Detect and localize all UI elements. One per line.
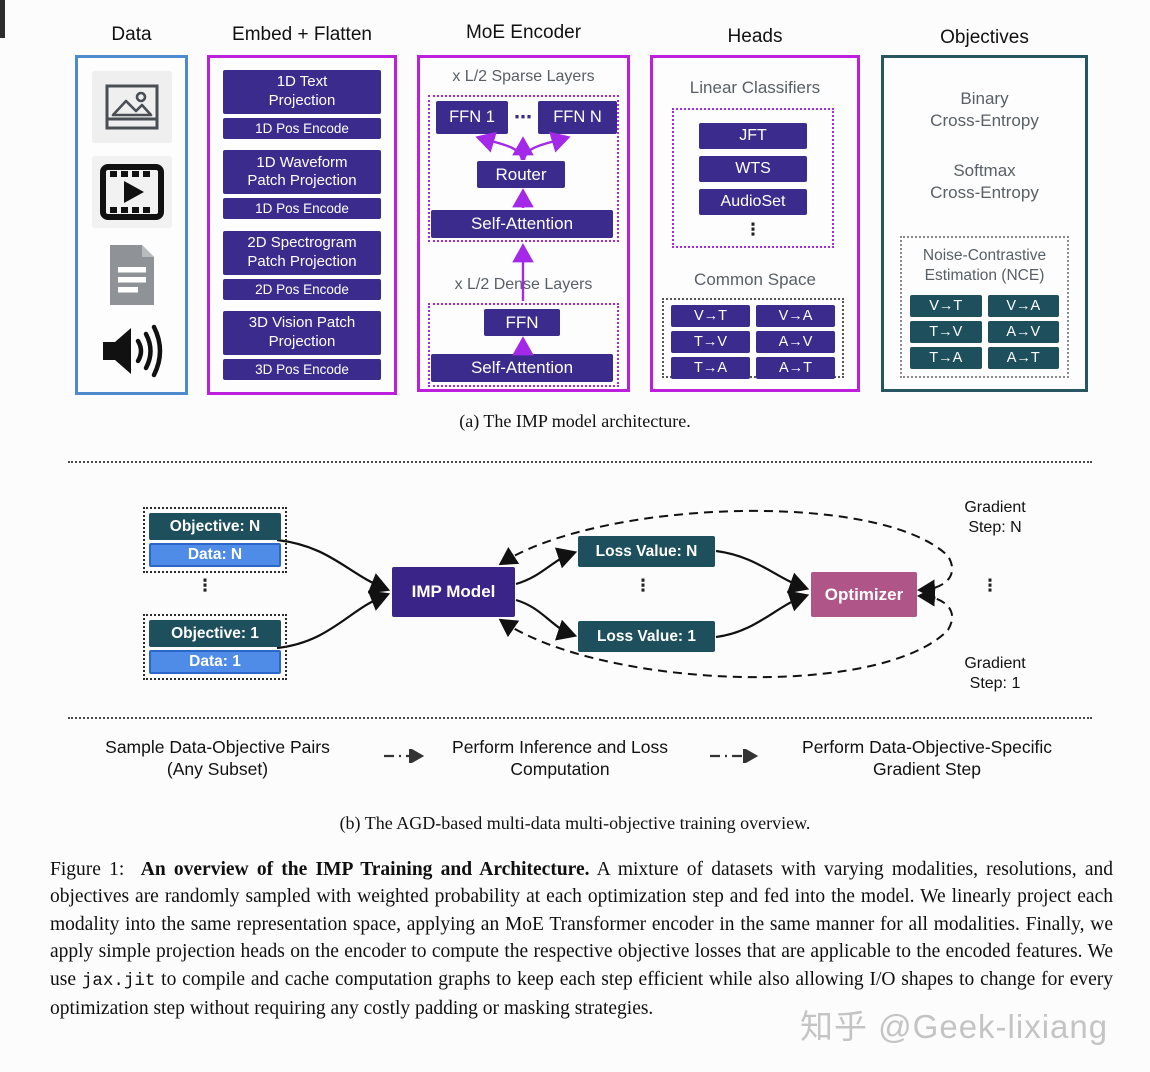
dense-layers-box xyxy=(428,303,619,387)
nce-pair-box: A→V xyxy=(987,321,1059,344)
subfigure-b-caption: (b) The AGD-based multi-data multi-objec… xyxy=(339,813,811,833)
loss-value-n-box: Loss Value: N xyxy=(578,536,715,567)
scan-artifact xyxy=(0,0,5,38)
step-inference-label: Perform Inference and Loss Computation xyxy=(452,737,668,779)
embed-group: 1D Text Projection 1D Pos Encode xyxy=(223,70,381,139)
column-title-objectives: Objectives xyxy=(940,27,1029,48)
nce-pair-box: V→T xyxy=(910,295,982,318)
pos-encode-box: 1D Pos Encode xyxy=(223,198,381,220)
embed-flatten-panel: 1D Text Projection 1D Pos Encode 1D Wave… xyxy=(207,55,397,395)
pair-box: A→T xyxy=(756,357,835,379)
self-attention-sparse-box: Self-Attention xyxy=(431,210,613,238)
gradient-step-1-label: Gradient Step: 1 xyxy=(964,655,1026,692)
projection-box: 2D Spectrogram Patch Projection xyxy=(223,230,381,275)
objective-n-box: Objective: N xyxy=(149,513,281,540)
figure-number: Figure 1: xyxy=(50,859,125,880)
nce-pair-box: A→T xyxy=(987,347,1059,370)
softmax-ce-label: Softmax Cross-Entropy xyxy=(930,161,1039,203)
data-objective-group-n: Objective: N Data: N xyxy=(143,507,287,573)
sparse-layers-box xyxy=(428,95,619,242)
projection-box: 1D Waveform Patch Projection xyxy=(223,150,381,195)
subfigure-a-caption: (a) The IMP model architecture. xyxy=(459,411,691,431)
column-title-heads: Heads xyxy=(727,26,783,47)
ffn-n-box: FFN N xyxy=(538,101,617,134)
video-icon xyxy=(91,155,172,228)
jax-jit-code: jax.jit xyxy=(81,970,156,991)
moe-encoder-panel: x L/2 Sparse Layers FFN 1 ⋯ FFN N Router… xyxy=(417,55,630,392)
figure-caption-body-2: to compile and cache computation graphs … xyxy=(50,968,1113,1020)
classifiers-ellipsis: ⋮ xyxy=(744,220,762,240)
ffn-ellipsis: ⋯ xyxy=(514,107,532,128)
column-title-embed: Embed + Flatten xyxy=(232,24,372,45)
nce-box: Noise-Contrastive Estimation (NCE) V→T V… xyxy=(900,236,1069,378)
pos-encode-box: 3D Pos Encode xyxy=(223,358,381,380)
figure-caption: Figure 1: An overview of the IMP Trainin… xyxy=(50,856,1113,1022)
loss-ellipsis: ⋮ xyxy=(634,576,652,596)
common-space-box: V→T V→A T→V A→V T→A A→T xyxy=(662,298,844,379)
pair-box: V→A xyxy=(756,305,835,327)
optimizer-box: Optimizer xyxy=(811,572,917,617)
heads-panel: Linear Classifiers JFT WTS AudioSet ⋮ Co… xyxy=(650,55,860,392)
self-attention-dense-box: Self-Attention xyxy=(431,354,613,382)
pair-box: V→T xyxy=(671,305,750,327)
classifier-audioset-box: AudioSet xyxy=(699,189,807,215)
step-gradient-label: Perform Data-Objective-Specific Gradient… xyxy=(802,737,1052,779)
data-panel xyxy=(75,55,188,395)
dotted-separator-bottom xyxy=(68,717,1092,719)
embed-group: 1D Waveform Patch Projection 1D Pos Enco… xyxy=(223,150,381,220)
linear-classifiers-label: Linear Classifiers xyxy=(689,78,821,97)
ffn-box: FFN xyxy=(484,309,560,336)
linear-classifiers-box: JFT WTS AudioSet ⋮ xyxy=(672,108,834,248)
data-1-box: Data: 1 xyxy=(149,650,281,674)
nce-pair-box: V→A xyxy=(987,295,1059,318)
watermark: 知乎 @Geek-lixiang xyxy=(800,1008,1109,1045)
pos-encode-box: 1D Pos Encode xyxy=(223,118,381,139)
router-box: Router xyxy=(477,161,565,188)
dotted-separator-top xyxy=(68,461,1092,463)
figure-caption-title: An overview of the IMP Training and Arch… xyxy=(140,859,590,880)
embed-group: 2D Spectrogram Patch Projection 2D Pos E… xyxy=(223,230,381,300)
sparse-layers-label: x L/2 Sparse Layers xyxy=(452,68,595,85)
gradient-step-n-label: Gradient Step: N xyxy=(964,499,1026,536)
dash-dot-arrow xyxy=(710,749,759,763)
embed-group: 3D Vision Patch Projection 3D Pos Encode xyxy=(223,310,381,380)
audio-icon xyxy=(99,322,165,380)
training-overview-diagram: Objective: N Data: N ⋮ Objective: 1 Data… xyxy=(0,490,1150,705)
column-title-data: Data xyxy=(111,24,152,45)
nce-pair-box: T→V xyxy=(910,321,982,344)
figure-caption-body-1: A mixture of datasets with varying modal… xyxy=(50,859,1113,990)
projection-box: 1D Text Projection xyxy=(223,70,381,114)
classifier-jft-box: JFT xyxy=(699,123,807,149)
gradient-ellipsis: ⋮ xyxy=(981,576,999,596)
pair-box: A→V xyxy=(756,331,835,353)
pair-box: T→V xyxy=(671,331,750,353)
objective-1-box: Objective: 1 xyxy=(149,620,281,647)
image-icon xyxy=(91,70,172,143)
data-objective-group-1: Objective: 1 Data: 1 xyxy=(143,614,287,680)
pair-box: T→A xyxy=(671,357,750,379)
common-space-label: Common Space xyxy=(694,270,816,289)
training-flow-arrows xyxy=(276,509,954,679)
classifier-wts-box: WTS xyxy=(699,156,807,182)
data-n-box: Data: N xyxy=(149,543,281,567)
pos-encode-box: 2D Pos Encode xyxy=(223,278,381,300)
imp-model-box: IMP Model xyxy=(392,567,515,617)
nce-pair-box: T→A xyxy=(910,347,982,370)
binary-ce-label: Binary Cross-Entropy xyxy=(930,89,1039,131)
dash-dot-arrow xyxy=(384,749,425,763)
groups-ellipsis: ⋮ xyxy=(196,576,214,596)
step-sample-pairs-label: Sample Data-Objective Pairs (Any Subset) xyxy=(105,737,330,779)
document-icon xyxy=(106,241,158,309)
objectives-panel: Binary Cross-Entropy Softmax Cross-Entro… xyxy=(881,55,1088,392)
ffn-1-box: FFN 1 xyxy=(436,101,508,134)
column-title-moe: MoE Encoder xyxy=(465,22,582,43)
projection-box: 3D Vision Patch Projection xyxy=(223,310,381,355)
dense-layers-label: x L/2 Dense Layers xyxy=(454,276,593,293)
loss-value-1-box: Loss Value: 1 xyxy=(578,621,715,652)
nce-label: Noise-Contrastive Estimation (NCE) xyxy=(922,247,1047,285)
